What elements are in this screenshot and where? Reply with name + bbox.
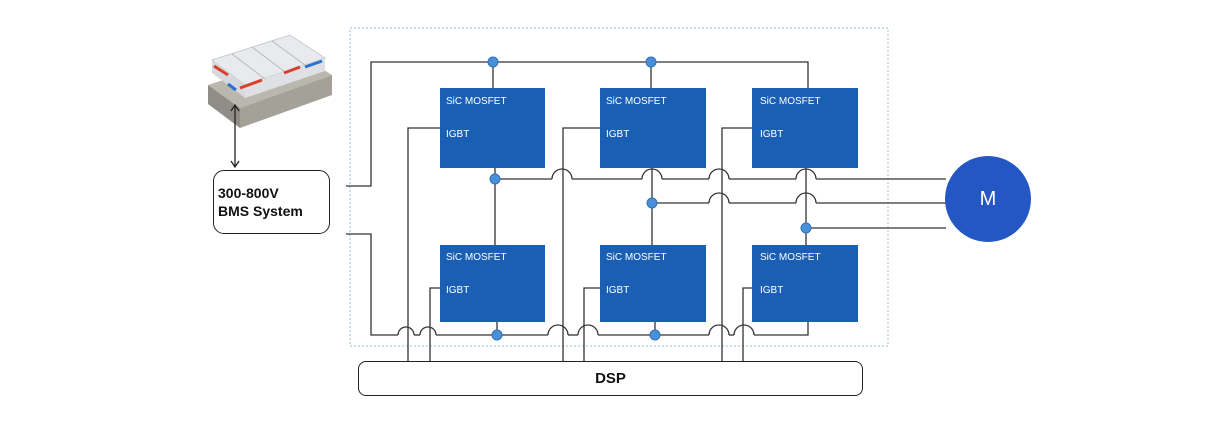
module-2-bottom-label: IGBT: [606, 129, 630, 140]
node: [646, 197, 658, 209]
module-3-bottom-label: IGBT: [760, 129, 784, 140]
module-6: [752, 245, 858, 322]
node: [487, 56, 499, 68]
bms-voltage-label: 300-800V: [218, 185, 279, 201]
module-2-top-label: SiC MOSFET: [606, 96, 667, 107]
module-5-bottom-label: IGBT: [606, 285, 630, 296]
node: [649, 329, 661, 341]
wiring: [346, 61, 946, 361]
node: [645, 56, 657, 68]
module-6-top-label: SiC MOSFET: [760, 252, 821, 263]
module-1-bottom-label: IGBT: [446, 129, 470, 140]
battery-pack-icon: [208, 34, 332, 128]
module-3: [752, 88, 858, 168]
dsp-box: DSP: [358, 361, 863, 396]
inverter-frame: [349, 27, 889, 347]
module-1: [440, 88, 545, 168]
module-6-bottom-label: IGBT: [760, 285, 784, 296]
module-1-top-label: SiC MOSFET: [446, 96, 507, 107]
double-arrow-icon: [230, 103, 240, 169]
node: [489, 173, 501, 185]
module-5-top-label: SiC MOSFET: [606, 252, 667, 263]
module-2: [600, 88, 706, 168]
module-4: [440, 245, 545, 322]
dsp-label: DSP: [595, 370, 626, 387]
motor-label: M: [979, 187, 997, 210]
motor-circle: [945, 156, 1031, 242]
bms-system-box: 300-800V BMS System: [213, 170, 330, 234]
module-4-top-label: SiC MOSFET: [446, 252, 507, 263]
node: [491, 329, 503, 341]
module-4-bottom-label: IGBT: [446, 285, 470, 296]
junction-nodes: [487, 56, 812, 341]
module-3-top-label: SiC MOSFET: [760, 96, 821, 107]
module-5: [600, 245, 706, 322]
node: [800, 222, 812, 234]
bms-system-label: BMS System: [218, 203, 303, 219]
switch-modules: [440, 88, 858, 322]
